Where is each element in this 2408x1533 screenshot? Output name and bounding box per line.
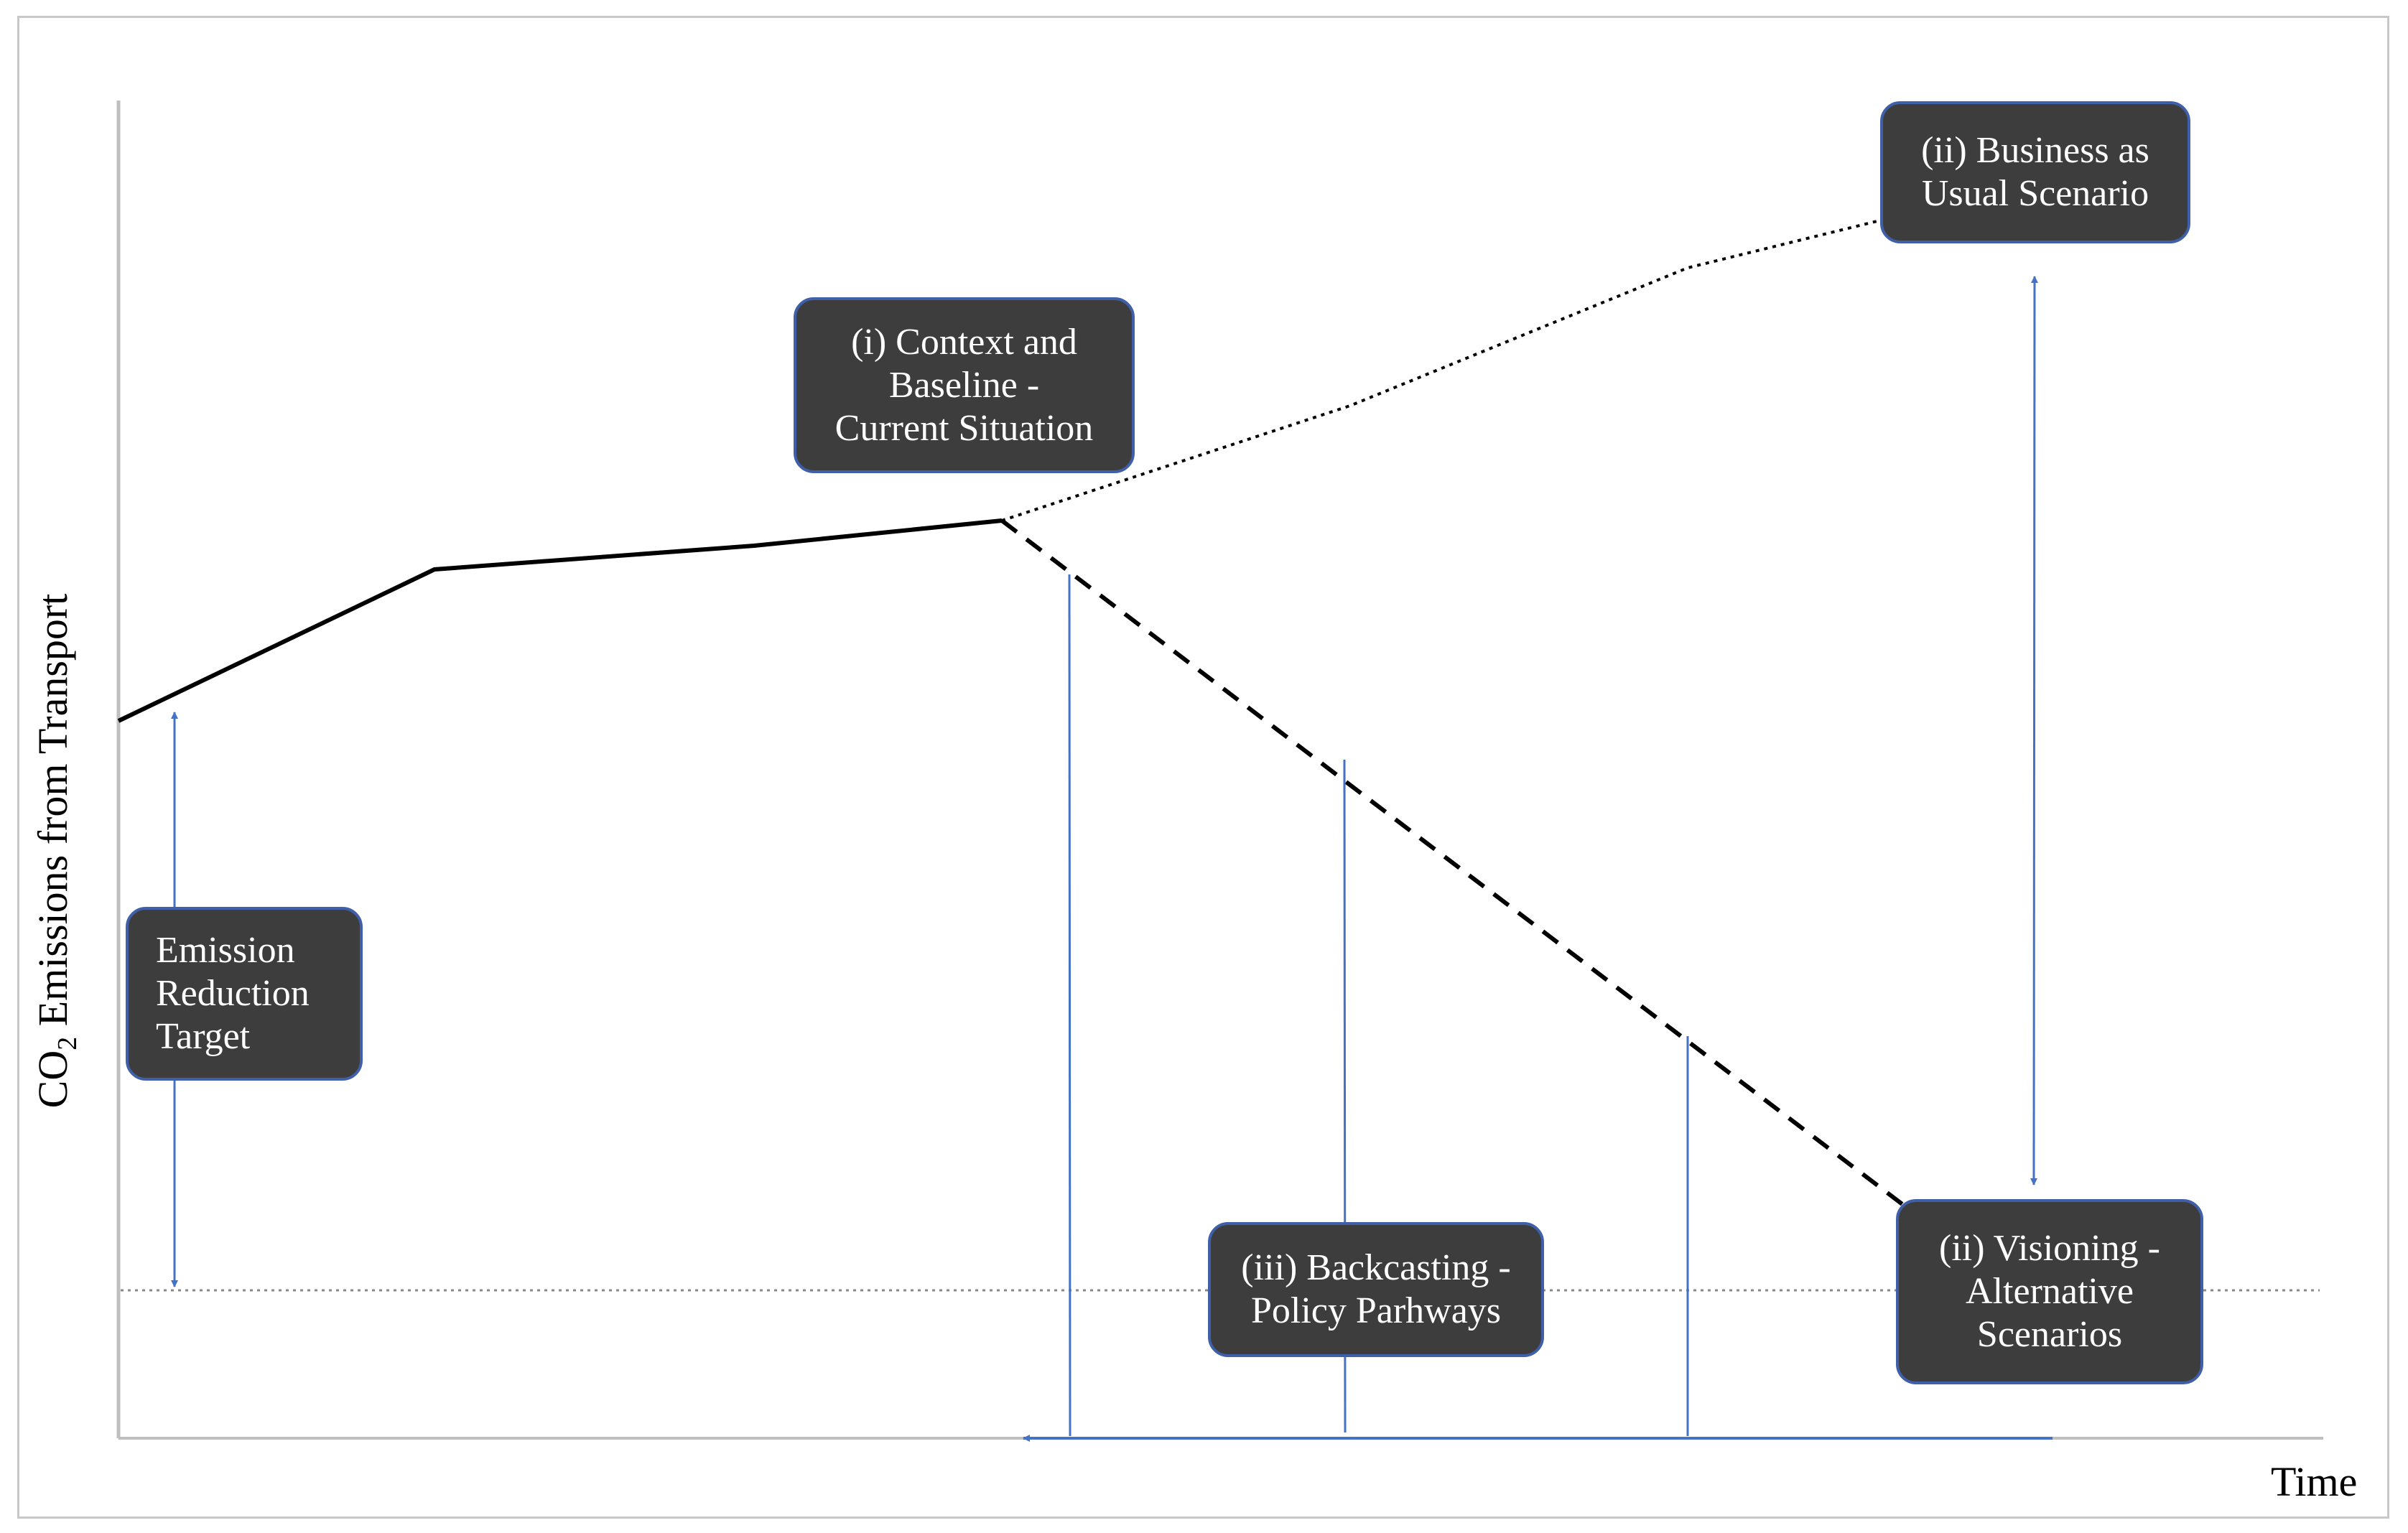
figure-frame	[17, 16, 2389, 1519]
visioning-line-2: Alternative	[1966, 1271, 2134, 1312]
y-axis-label: CO2 Emissions from Transport	[29, 594, 83, 1109]
target-line-2: Reduction	[156, 973, 310, 1014]
backcast-vertical-1	[1068, 574, 1071, 1437]
y-label-subscript: 2	[52, 1036, 83, 1050]
backcasting-line-2: Policy Parhways	[1250, 1290, 1502, 1331]
emission-reduction-target-box: Emission Reduction Target	[126, 907, 363, 1081]
context-line-2: Baseline -	[888, 364, 1040, 406]
visioning-box: (ii) Visioning - Alternative Scenarios	[1896, 1199, 2203, 1384]
historical-emissions-line	[117, 518, 1003, 723]
y-label-rest: Emissions from Transport	[29, 593, 77, 1037]
backcasting-line-1: (iii) Backcasting -	[1241, 1247, 1511, 1288]
visioning-line-3: Scenarios	[1976, 1314, 2123, 1355]
context-line-1: (i) Context and	[851, 321, 1077, 363]
business-as-usual-box: (ii) Business as Usual Scenario	[1880, 101, 2190, 243]
scenario-gap-arrow	[2030, 276, 2038, 1185]
context-line-3: Current Situation	[835, 407, 1094, 449]
visioning-line-1: (ii) Visioning -	[1939, 1228, 2160, 1269]
business-as-usual-line	[1001, 219, 1881, 522]
bau-line-1: (ii) Business as	[1921, 130, 2149, 171]
bau-line-2: Usual Scenario	[1921, 173, 2149, 214]
backcasting-box: (iii) Backcasting - Policy Parhways	[1208, 1222, 1544, 1357]
target-line-1: Emission	[156, 930, 295, 971]
x-axis-label: Time	[2271, 1458, 2358, 1505]
y-label-co: CO	[29, 1050, 77, 1109]
target-line-3: Target	[156, 1016, 251, 1057]
context-baseline-box: (i) Context and Baseline - Current Situa…	[794, 297, 1135, 473]
vision-pathway-line	[1000, 518, 1910, 1211]
